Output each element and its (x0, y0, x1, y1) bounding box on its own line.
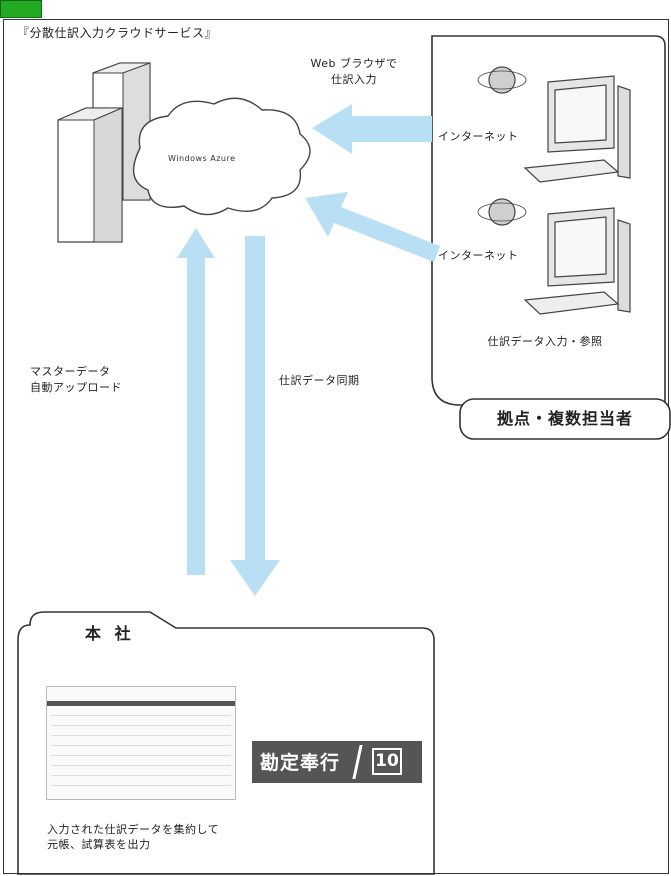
arrow-web-input (312, 104, 432, 154)
product-name: 勘定奉行 (260, 752, 341, 774)
corner-tag (0, 0, 42, 18)
cloud-label: Windows Azure (168, 154, 236, 163)
hq-box (17, 611, 435, 875)
computer-icon (523, 75, 631, 315)
journal-ref-label: 仕訳データ入力・参照 (487, 335, 603, 348)
hq-label: 本 社 (85, 624, 135, 643)
logo-slash (352, 745, 363, 779)
master-upload-label: マスターデータ 自動アップロード (30, 365, 122, 394)
branch-label: 拠点・複数担当者 (496, 409, 633, 428)
arrow-master-upload (177, 228, 215, 575)
software-screenshot (46, 686, 236, 800)
hq-description: 入力された仕訳データを集約して 元帳、試算表を出力 (47, 823, 220, 851)
screenshot-header-bar (47, 701, 235, 706)
globe-icon (477, 66, 527, 226)
browser-input-label: Web ブラウザで 仕訳入力 (310, 57, 398, 86)
internet-label-1: インターネット (438, 130, 519, 143)
arrow-internet-input (305, 192, 440, 262)
journal-sync-label: 仕訳データ同期 (279, 374, 360, 387)
flow-arrows (177, 104, 440, 596)
diagram-title: 『分散仕訳入力クラウドサービス』 (17, 26, 218, 40)
arrow-journal-sync (230, 236, 280, 596)
cloud-icon (132, 97, 311, 216)
branch-label-box (459, 398, 671, 440)
product-version: 10 (372, 748, 402, 775)
server-icon (57, 62, 151, 243)
product-logo: 勘定奉行 10 (252, 741, 422, 783)
internet-label-2: インターネット (438, 249, 519, 262)
